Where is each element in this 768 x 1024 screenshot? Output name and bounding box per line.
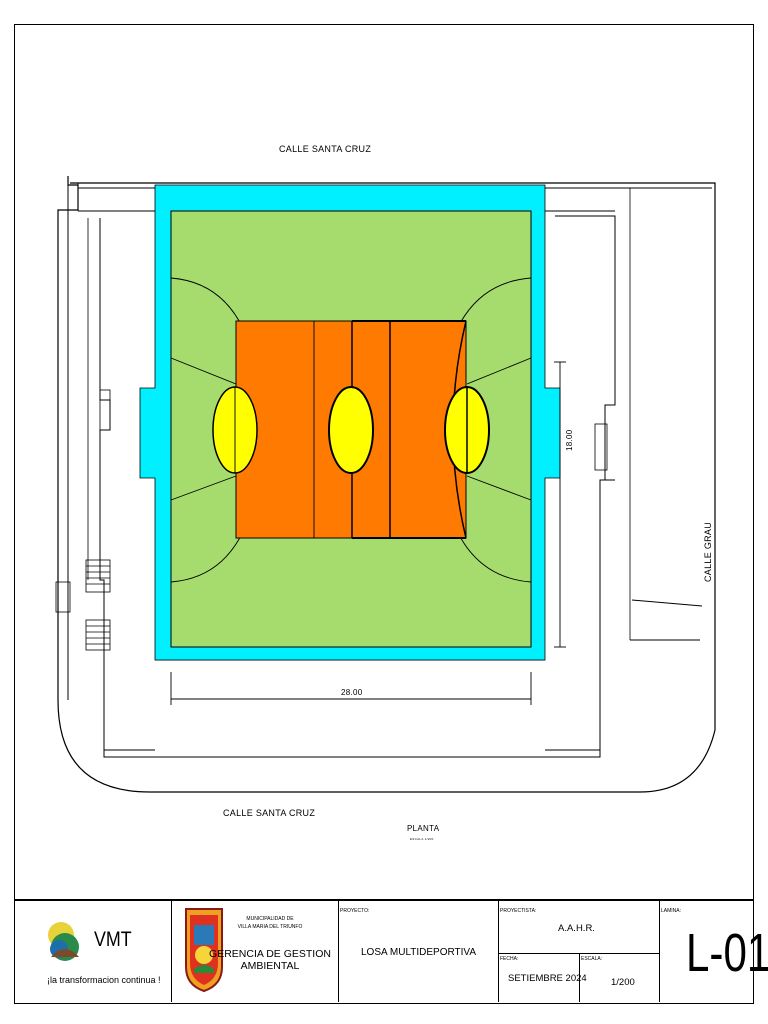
logo-cell: VMT ¡la transformacion continua ! [15, 901, 172, 1002]
view-scale: ESCALA 1/200 [410, 837, 434, 841]
date-scale-divider [579, 953, 580, 1002]
designer-label: PROYECTISTA: [500, 908, 537, 914]
street-label-right: CALLE GRAU [703, 521, 713, 582]
title-block: VMT ¡la transformacion continua ! MUNICI… [14, 900, 768, 1004]
street-label-top: CALLE SANTA CRUZ [279, 144, 372, 154]
right-column [594, 423, 608, 471]
site-plan-drawing [55, 176, 716, 793]
dimension-height-label: 18.00 [565, 429, 574, 451]
department-line2: AMBIENTAL [240, 960, 300, 972]
center-circle [328, 386, 374, 474]
dimension-width-label: 28.00 [341, 688, 363, 697]
vmt-logo-text: VMT [94, 928, 132, 951]
department-line1: GERENCIA DE GESTION [209, 948, 331, 960]
project-cell: PROYECTO: LOSA MULTIDEPORTIVA [339, 901, 499, 1002]
scale-label: ESCALA: [581, 956, 603, 962]
left-building-wall [99, 218, 155, 751]
municipality-line1: MUNICIPALIDAD DE [246, 916, 294, 922]
date-value: SETIEMBRE 2024 [508, 973, 587, 984]
designer-value: A.A.H.R. [558, 923, 595, 934]
street-label-bottom: CALLE SANTA CRUZ [223, 808, 316, 818]
sheet-label: LAMINA: [661, 908, 682, 914]
municipal-shield-icon [185, 908, 223, 993]
scale-value: 1/200 [611, 977, 635, 988]
view-title: PLANTA [407, 824, 440, 833]
vmt-logo-icon [48, 922, 79, 961]
drawing-sheet [14, 24, 754, 900]
sheet-number: L-01 [686, 923, 768, 983]
date-label: FECHA: [500, 956, 519, 962]
site-boundary [57, 176, 716, 793]
width-dimension [170, 672, 532, 705]
slogan: ¡la transformacion continua ! [47, 975, 161, 985]
left-column [99, 389, 111, 431]
designer-cell: PROYECTISTA: A.A.H.R. FECHA: SETIEMBRE 2… [499, 901, 660, 1002]
municipality-line2: VILLA MARIA DEL TRIUNFO [237, 924, 303, 930]
project-label: PROYECTO: [340, 908, 370, 914]
project-value: LOSA MULTIDEPORTIVA [361, 947, 477, 958]
right-building-wall [545, 215, 616, 751]
sheet-cell: LAMINA: L-01 [660, 901, 768, 1002]
height-dimension [554, 361, 566, 648]
stairs-left [55, 559, 111, 651]
municipality-cell: MUNICIPALIDAD DE VILLA MARIA DEL TRIUNFO… [172, 901, 339, 1002]
